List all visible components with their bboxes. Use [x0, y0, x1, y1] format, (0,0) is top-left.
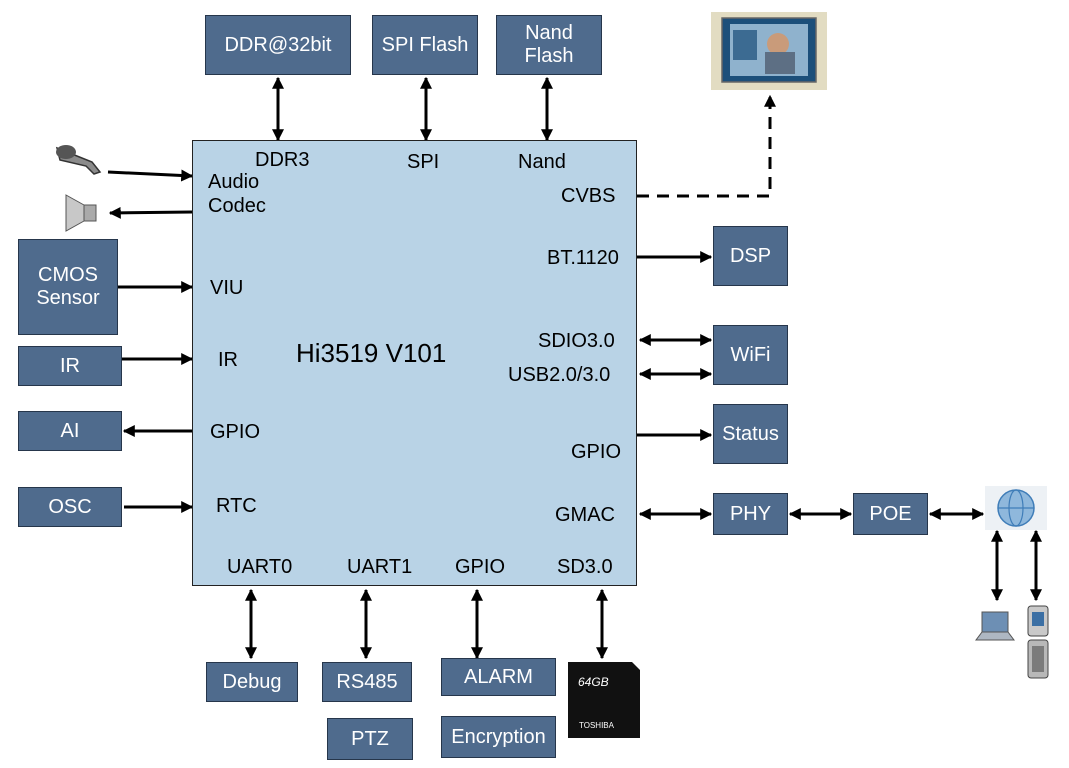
port-uart1: UART1 [347, 556, 413, 578]
poe-block: POE [853, 493, 928, 535]
phy-block: PHY [713, 493, 788, 535]
nand-flash-block: Nand Flash [496, 15, 602, 75]
speaker-link [108, 206, 193, 219]
osc-block: OSC [18, 487, 122, 527]
port-uart0: UART0 [227, 556, 293, 578]
wifi-block-label: WiFi [730, 343, 771, 366]
port-ddr3: DDR3 [255, 149, 310, 171]
phy-block-label: PHY [729, 502, 772, 525]
debug-block: Debug [206, 662, 298, 702]
alarm-block: ALARM [441, 658, 556, 696]
osc-block-label: OSC [48, 495, 92, 518]
port-gmac: GMAC [555, 504, 615, 526]
ddr-block: DDR@32bit [205, 15, 351, 75]
alarm-block-label: ALARM [464, 665, 533, 688]
port-rtc: RTC [216, 495, 257, 517]
port-bt1120: BT.1120 [547, 247, 619, 269]
port-usb: USB2.0/3.0 [508, 364, 611, 386]
sd-card-icon: 64GB TOSHIBA [568, 662, 640, 738]
port-gpio-left: GPIO [210, 421, 261, 443]
dsp-block-label: DSP [729, 244, 772, 267]
ptz-block-label: PTZ [351, 727, 389, 750]
port-sd: SD3.0 [557, 556, 613, 578]
spi-flash-block: SPI Flash [372, 15, 478, 75]
ptz-block: PTZ [327, 718, 413, 760]
port-gpio-bottom: GPIO [455, 556, 506, 578]
wifi-block: WiFi [713, 325, 788, 385]
rs485-block-label: RS485 [336, 670, 398, 693]
encryption-block-label: Encryption [451, 725, 546, 748]
ir-block: IR [18, 346, 122, 386]
port-audio-codec: Audio Codec [208, 171, 266, 217]
microphone-icon [55, 145, 102, 175]
port-ir: IR [218, 349, 238, 371]
port-spi: SPI [407, 151, 440, 173]
ir-block-label: IR [60, 354, 80, 377]
speaker-icon [65, 194, 97, 232]
debug-block-label: Debug [222, 670, 282, 693]
port-viu: VIU [210, 277, 244, 299]
network-globe-icon [985, 486, 1047, 530]
port-cvbs: CVBS [561, 185, 616, 207]
nand-flash-block-label: Nand Flash [524, 22, 574, 67]
port-nand: Nand [518, 151, 566, 173]
soc-chip-title: Hi3519 V101 [296, 338, 447, 368]
port-sdio: SDIO3.0 [538, 330, 615, 352]
mic-link [107, 169, 194, 182]
encryption-block: Encryption [441, 716, 556, 758]
ai-block-label: AI [60, 419, 80, 442]
cmos-sensor-block-label: CMOS Sensor [36, 264, 100, 309]
port-gpio-right: GPIO [571, 441, 622, 463]
spi-flash-block-label: SPI Flash [381, 33, 469, 56]
ddr-block-label: DDR@32bit [224, 33, 332, 56]
soc-chip [192, 140, 637, 586]
ai-block: AI [18, 411, 122, 451]
sd-card-capacity: 64GB [578, 675, 609, 689]
poe-block-label: POE [869, 502, 912, 525]
rs485-block: RS485 [322, 662, 412, 702]
mobile-phone-icon [1027, 605, 1049, 679]
monitor-icon [711, 12, 827, 90]
status-block-label: Status [722, 422, 779, 445]
cmos-sensor-block: CMOS Sensor [18, 239, 118, 335]
cvbs-link [637, 94, 776, 198]
dsp-block: DSP [713, 226, 788, 286]
sd-card-brand: TOSHIBA [579, 721, 615, 730]
laptop-icon [975, 611, 1015, 641]
status-block: Status [713, 404, 788, 464]
